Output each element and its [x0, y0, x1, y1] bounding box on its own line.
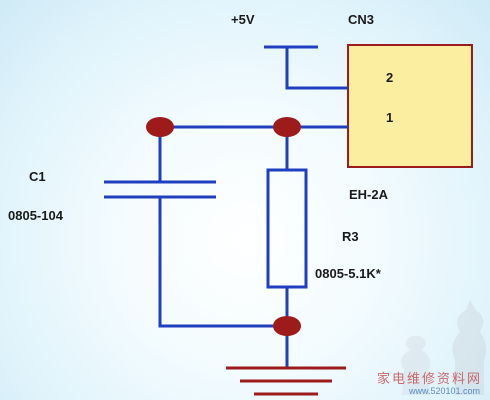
watermark-text: 家电维修资料网 [376, 372, 482, 387]
connector-part-label: EH-2A [349, 187, 389, 202]
r3-ref-label: R3 [342, 229, 359, 244]
wire-vcc-to-pin2 [285, 47, 348, 90]
resistor-r3-body [266, 168, 308, 289]
junction-c1-top [146, 117, 174, 137]
vcc-label: +5V [231, 12, 255, 27]
wire-c1-bottom [158, 197, 287, 328]
junction-r3-top [273, 117, 301, 137]
junction-ground [273, 316, 301, 336]
connector-pin2-label: 2 [386, 70, 394, 85]
connector-pin1-label: 1 [386, 110, 394, 125]
watermark-url: www.520101.com [408, 386, 480, 396]
connector-ref-label: CN3 [348, 12, 375, 27]
c1-value-label: 0805-104 [8, 208, 63, 223]
c1-ref-label: C1 [29, 169, 46, 184]
connector-cn3-body [347, 44, 473, 168]
chess-pieces-watermark [401, 300, 487, 395]
r3-value-label: 0805-5.1K* [315, 266, 381, 281]
